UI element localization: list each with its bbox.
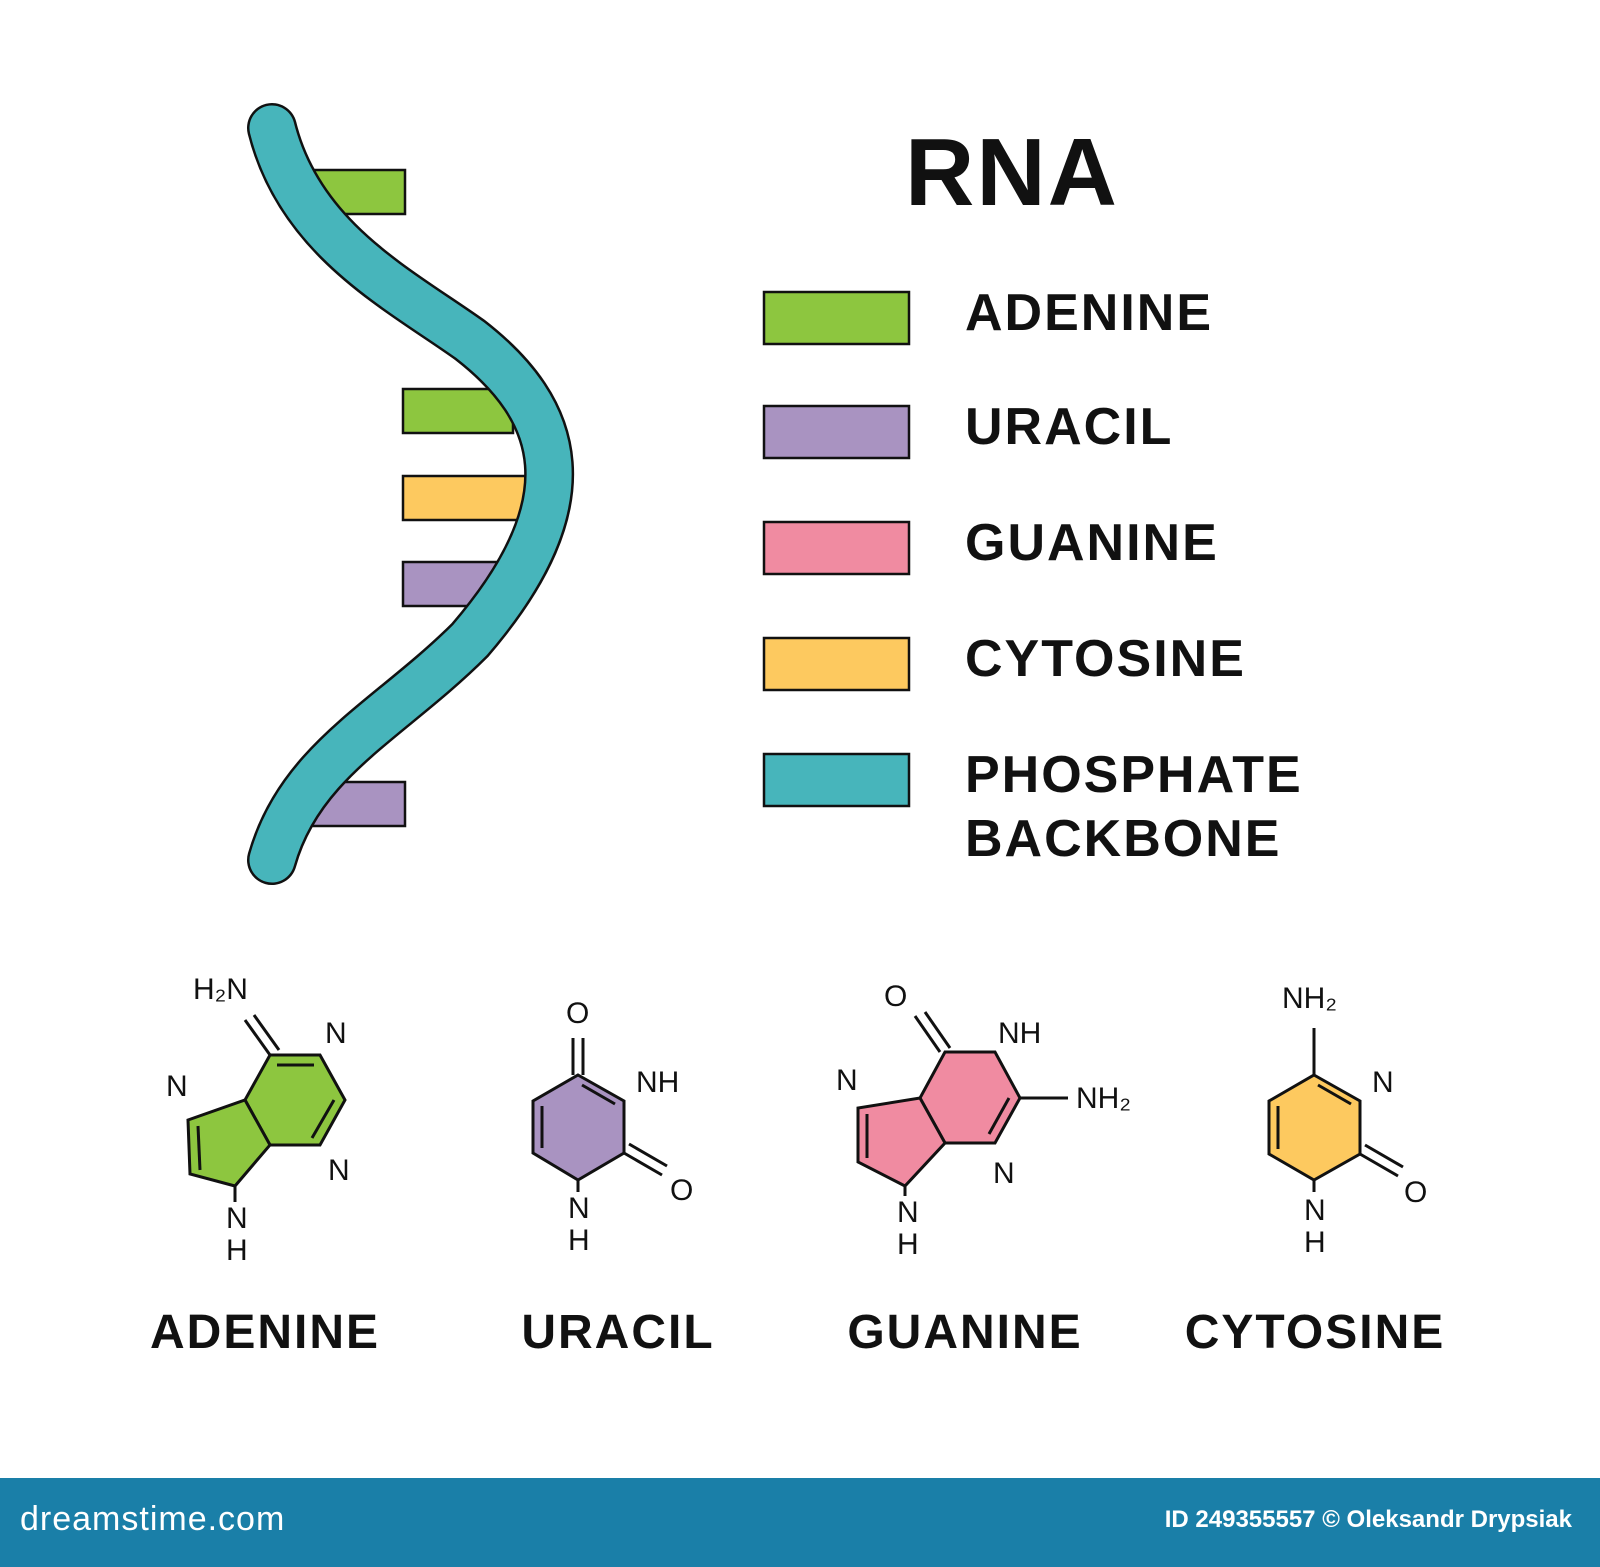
cytosine-amine: NH₂ bbox=[1282, 982, 1337, 1015]
adenine-n-right: N bbox=[328, 1154, 350, 1187]
legend-swatch-cytosine bbox=[762, 636, 911, 692]
adenine-structure: H₂N N N N N H bbox=[166, 973, 350, 1267]
caption-guanine: GUANINE bbox=[847, 1306, 1083, 1359]
legend-label-backbone-line2: BACKBONE bbox=[965, 810, 1282, 868]
uracil-structure: O NH O N H bbox=[531, 997, 693, 1257]
legend-swatch-uracil bbox=[762, 404, 911, 460]
guanine-nh: NH bbox=[998, 1017, 1041, 1050]
legend-swatch-backbone bbox=[762, 752, 911, 808]
watermark-footer: dreamstime.com ID 249355557 © Oleksandr … bbox=[0, 1478, 1600, 1567]
adenine-amine: H₂N bbox=[193, 973, 248, 1006]
caption-uracil: URACIL bbox=[521, 1306, 715, 1359]
guanine-structure: O NH NH₂ N N N H bbox=[836, 980, 1131, 1261]
adenine-n-top: N bbox=[325, 1017, 347, 1050]
adenine-nh-n: N bbox=[226, 1202, 248, 1235]
adenine-n-left: N bbox=[166, 1070, 188, 1103]
cytosine-n-right: N bbox=[1372, 1066, 1394, 1099]
uracil-o-top: O bbox=[566, 997, 589, 1030]
footer-brand: dreamstime.com bbox=[20, 1500, 286, 1538]
cytosine-nh-n: N bbox=[1304, 1194, 1326, 1227]
legend-label-uracil: URACIL bbox=[965, 398, 1174, 456]
legend-swatch-adenine bbox=[762, 290, 911, 346]
legend-label-adenine: ADENINE bbox=[965, 284, 1214, 342]
uracil-nh: NH bbox=[636, 1066, 679, 1099]
legend-swatch-guanine bbox=[762, 520, 911, 576]
guanine-n-left: N bbox=[836, 1064, 858, 1097]
caption-adenine: ADENINE bbox=[149, 1306, 381, 1359]
rna-diagram: H₂N N N N N H O NH O N H O NH NH₂ N N bbox=[166, 103, 1427, 1267]
guanine-o-top: O bbox=[884, 980, 907, 1013]
legend-label-guanine: GUANINE bbox=[965, 514, 1219, 572]
guanine-nh-n: N bbox=[897, 1196, 919, 1229]
stub-cytosine bbox=[401, 474, 530, 522]
legend-swatches bbox=[762, 290, 911, 808]
uracil-o-right: O bbox=[670, 1174, 693, 1207]
uracil-nh-n: N bbox=[568, 1192, 590, 1225]
cytosine-nh-h: H bbox=[1304, 1226, 1326, 1259]
footer-credit: ID 249355557 © Oleksandr Drypsiak bbox=[1164, 1506, 1572, 1533]
uracil-nh-h: H bbox=[568, 1224, 590, 1257]
caption-cytosine: CYTOSINE bbox=[1184, 1306, 1446, 1359]
phosphate-backbone bbox=[247, 103, 575, 885]
guanine-nh-h: H bbox=[897, 1228, 919, 1261]
legend-label-backbone-line1: PHOSPHATE bbox=[965, 746, 1303, 804]
cytosine-structure: NH₂ N O N H bbox=[1267, 982, 1427, 1259]
cytosine-o-right: O bbox=[1404, 1176, 1427, 1209]
guanine-amine: NH₂ bbox=[1076, 1082, 1131, 1115]
legend-label-cytosine: CYTOSINE bbox=[965, 630, 1246, 688]
guanine-n-bottom: N bbox=[993, 1157, 1015, 1190]
diagram-title: RNA bbox=[905, 119, 1119, 226]
adenine-nh-h: H bbox=[226, 1234, 248, 1267]
